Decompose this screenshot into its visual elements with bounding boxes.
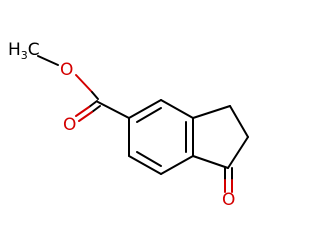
ester-carbonyl-oxygen-label: O	[63, 115, 76, 135]
ring-double-3	[136, 151, 162, 167]
methyl-o-bond	[37, 55, 59, 66]
ring-double-1	[136, 107, 162, 123]
methyl-label: H3C	[8, 40, 40, 62]
ester-carbonyl-bond-a	[88, 100, 98, 108]
cyclopentane-bond-2	[229, 105, 249, 138]
ester-o-bond-end	[91, 91, 99, 100]
cyclopentane-bond-1	[192, 105, 231, 119]
ketone-oxygen-label: O	[222, 190, 235, 210]
cyclopentane-bond-3	[227, 136, 249, 169]
ring-bond-2	[160, 99, 194, 119]
molecule-diagram: H3C O O O	[8, 40, 249, 210]
carbonyl-ring-bond	[97, 101, 130, 119]
ring-bond-4	[160, 155, 194, 175]
cyclopentane-bond-4	[192, 155, 229, 169]
ring-bond-5	[128, 155, 162, 175]
ring-bond-1	[128, 99, 162, 119]
ester-carbonyl-bond-b-o	[78, 111, 93, 122]
ester-carbonyl-bond-b	[91, 105, 101, 113]
ester-o-bond	[75, 74, 93, 93]
ester-carbonyl-bond-a-o	[75, 106, 90, 117]
ester-ether-oxygen-label: O	[60, 60, 73, 80]
structure-canvas: H3C O O O	[8, 40, 249, 210]
